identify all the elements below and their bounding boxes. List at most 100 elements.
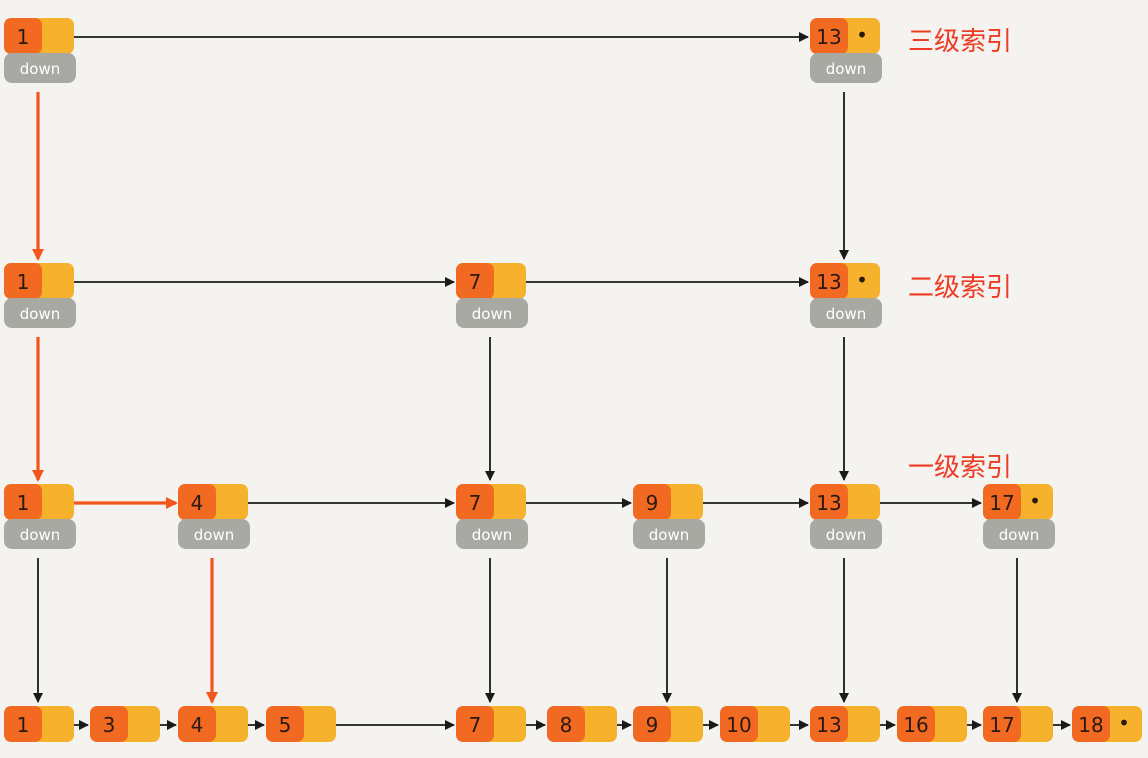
down-label: down [826, 526, 866, 544]
node-key: 13 [816, 270, 841, 294]
down-label: down [472, 526, 512, 544]
down-pointer-box [4, 53, 76, 83]
level1-node-13: 13 down [810, 484, 882, 549]
down-label: down [20, 305, 60, 323]
node-key: 7 [469, 491, 482, 515]
base-node-4: 4 [178, 706, 248, 742]
key-box [4, 484, 42, 520]
key-box [547, 706, 585, 742]
down-label: down [20, 526, 60, 544]
node-key: 1 [17, 25, 30, 49]
key-box [178, 706, 216, 742]
key-box [810, 706, 848, 742]
down-pointer-box [983, 519, 1055, 549]
end-marker: • [1029, 489, 1041, 513]
level3-node-13: 13 • down [810, 18, 882, 83]
end-marker: • [1118, 711, 1130, 735]
node-key: 7 [469, 270, 482, 294]
down-label: down [826, 60, 866, 78]
key-box [810, 263, 848, 299]
down-pointer-box [4, 519, 76, 549]
down-pointer-box [456, 298, 528, 328]
down-pointer-box [4, 298, 76, 328]
arrows-layer [32, 32, 1071, 730]
key-box [4, 18, 42, 54]
key-box [810, 484, 848, 520]
down-pointer-box [456, 519, 528, 549]
base-node-10: 10 [720, 706, 790, 742]
level3-label: 三级索引 [908, 27, 1012, 57]
key-box [456, 263, 494, 299]
node-key: 5 [279, 713, 292, 737]
down-label: down [20, 60, 60, 78]
end-marker: • [856, 268, 868, 292]
base-node-3: 3 [90, 706, 160, 742]
node-key: 3 [103, 713, 116, 737]
down-pointer-box [810, 53, 882, 83]
key-box [456, 484, 494, 520]
key-box [4, 263, 42, 299]
down-pointer-box [810, 519, 882, 549]
level2-node-7: 7 down [456, 263, 528, 328]
key-box [983, 484, 1021, 520]
end-marker: • [856, 23, 868, 47]
key-box [4, 706, 42, 742]
base-node-1: 1 [4, 706, 74, 742]
nodes-layer: 1down13•down1down7down13•down1down4down7… [4, 18, 1142, 742]
level1-node-9: 9 down [633, 484, 705, 549]
level1-node-7: 7 down [456, 484, 528, 549]
key-box [633, 484, 671, 520]
node-key: 18 [1078, 713, 1103, 737]
level3-node-1: 1 down [4, 18, 76, 83]
node-key: 4 [191, 491, 204, 515]
key-box [178, 484, 216, 520]
key-box [720, 706, 758, 742]
level1-node-4: 4 down [178, 484, 250, 549]
node-key: 1 [17, 491, 30, 515]
down-label: down [999, 526, 1039, 544]
base-node-8: 8 [547, 706, 617, 742]
down-pointer-box [178, 519, 250, 549]
level1-label: 一级索引 [908, 453, 1012, 483]
base-node-9: 9 [633, 706, 703, 742]
node-key: 13 [816, 25, 841, 49]
node-key: 1 [17, 270, 30, 294]
node-key: 13 [816, 491, 841, 515]
level2-node-13: 13 • down [810, 263, 882, 328]
down-label: down [472, 305, 512, 323]
key-box [456, 706, 494, 742]
base-node-7: 7 [456, 706, 526, 742]
level1-node-1: 1 down [4, 484, 76, 549]
down-label: down [194, 526, 234, 544]
key-box [983, 706, 1021, 742]
node-key: 7 [469, 713, 482, 737]
key-box [810, 18, 848, 54]
level1-node-17: 17 • down [983, 484, 1055, 549]
key-box [266, 706, 304, 742]
key-box [897, 706, 935, 742]
node-key: 4 [191, 713, 204, 737]
down-pointer-box [810, 298, 882, 328]
level2-node-1: 1 down [4, 263, 76, 328]
key-box [633, 706, 671, 742]
node-key: 1 [17, 713, 30, 737]
node-key: 17 [989, 491, 1014, 515]
labels-layer: 三级索引 二级索引 一级索引 [908, 27, 1012, 483]
base-node-18: 18 • [1072, 706, 1142, 742]
node-key: 8 [560, 713, 573, 737]
node-key: 17 [989, 713, 1014, 737]
down-label: down [649, 526, 689, 544]
key-box [90, 706, 128, 742]
down-label: down [826, 305, 866, 323]
down-pointer-box [633, 519, 705, 549]
node-key: 16 [903, 713, 928, 737]
node-key: 9 [646, 491, 659, 515]
base-node-17: 17 [983, 706, 1053, 742]
node-key: 9 [646, 713, 659, 737]
base-node-5: 5 [266, 706, 336, 742]
base-node-16: 16 [897, 706, 967, 742]
node-key: 13 [816, 713, 841, 737]
level2-label: 二级索引 [908, 273, 1012, 303]
base-node-13: 13 [810, 706, 880, 742]
